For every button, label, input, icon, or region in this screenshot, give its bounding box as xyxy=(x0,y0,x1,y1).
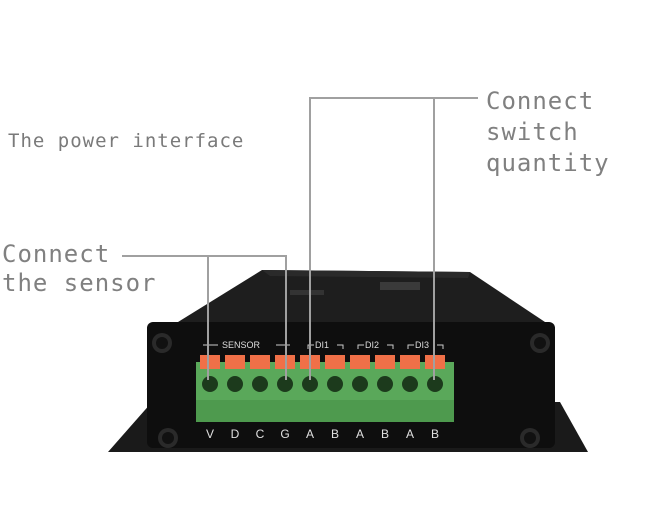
device-top-face xyxy=(178,270,545,322)
screw-bottom-left xyxy=(158,428,178,448)
terminal-screw-7 xyxy=(352,376,368,392)
group-label-di3: DI3 xyxy=(415,340,429,350)
terminal-screw-5 xyxy=(302,376,318,392)
terminal-screw-6 xyxy=(327,376,343,392)
screw-top-right xyxy=(530,333,550,353)
callout-line-sensor-right xyxy=(208,255,287,380)
terminal-label-9: A xyxy=(406,427,414,441)
device-top-highlight xyxy=(262,270,470,278)
connect-switch-line-1: Connect xyxy=(486,87,595,115)
terminal-tab-2 xyxy=(225,355,245,369)
top-print-mark-2 xyxy=(290,290,324,295)
power-interface-label: The power interface xyxy=(8,130,245,152)
terminal-tab-6 xyxy=(325,355,345,369)
terminal-label-4: G xyxy=(280,427,289,441)
group-label-di1: DI1 xyxy=(315,340,329,350)
terminal-tab-7 xyxy=(350,355,370,369)
terminal-label-2: D xyxy=(231,427,240,441)
terminal-tab-1 xyxy=(200,355,220,369)
group-label-di2: DI2 xyxy=(365,340,379,350)
terminal-label-10: B xyxy=(431,427,439,441)
terminal-label-8: B xyxy=(381,427,389,441)
terminal-label-7: A xyxy=(356,427,364,441)
connect-sensor-line-2: the sensor xyxy=(2,269,157,297)
terminal-block-lower xyxy=(196,400,454,422)
top-print-mark xyxy=(380,282,420,290)
group-label-sensor: SENSOR xyxy=(222,340,261,350)
terminal-screws xyxy=(202,376,443,392)
terminal-label-5: A xyxy=(306,427,314,441)
connect-sensor-line-1: Connect xyxy=(2,240,111,268)
terminal-screw-4 xyxy=(277,376,293,392)
terminal-tab-8 xyxy=(375,355,395,369)
screw-top-left xyxy=(152,333,172,353)
terminal-screw-9 xyxy=(402,376,418,392)
terminal-screw-8 xyxy=(377,376,393,392)
terminal-screw-2 xyxy=(227,376,243,392)
connect-switch-label: Connect switch quantity xyxy=(486,86,610,179)
connect-switch-line-3: quantity xyxy=(486,149,610,177)
terminal-tab-3 xyxy=(250,355,270,369)
terminal-screw-10 xyxy=(427,376,443,392)
terminal-label-1: V xyxy=(206,427,214,441)
connect-switch-line-2: switch xyxy=(486,118,579,146)
terminal-label-6: B xyxy=(331,427,339,441)
terminal-screw-3 xyxy=(252,376,268,392)
callout-line-switch-left xyxy=(309,97,478,380)
terminal-tab-9 xyxy=(400,355,420,369)
connect-sensor-label: Connect the sensor xyxy=(2,240,157,298)
terminal-screw-1 xyxy=(202,376,218,392)
terminal-group-headers: SENSOR DI1 DI2 DI3 xyxy=(203,340,444,350)
terminal-label-3: C xyxy=(256,427,265,441)
terminal-labels: V D C G A B A B A B xyxy=(206,427,439,441)
screw-bottom-right xyxy=(520,428,540,448)
